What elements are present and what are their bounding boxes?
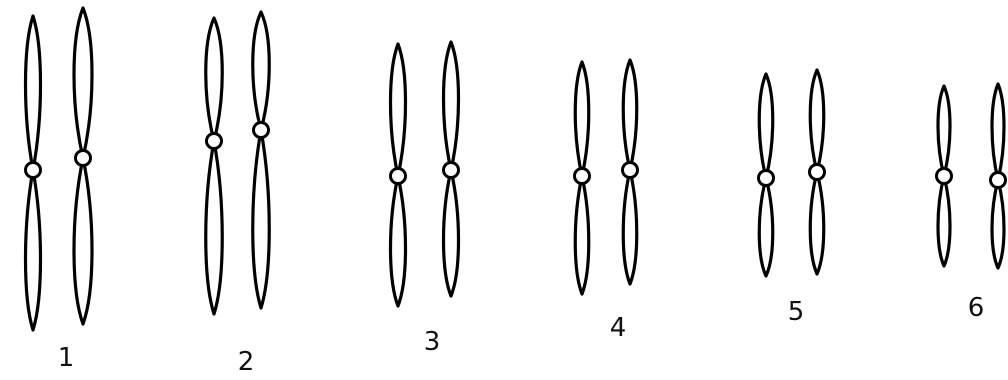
chromosome-6b-long-arm [992,180,1004,268]
pair-label-3: 3 [424,327,441,357]
chromosome-6b-centromere [991,173,1006,188]
chromosomes-layer [26,8,1006,330]
chromosome-5b-centromere [810,165,825,180]
chromosome-2b [253,12,270,308]
chromosome-4a-long-arm [575,176,589,294]
chromosome-1a-centromere [26,163,41,178]
chromosome-4a-short-arm [575,62,589,176]
chromosome-5a-long-arm [759,178,773,276]
chromosome-2a-long-arm [206,141,223,314]
chromosome-1a-long-arm [26,170,41,330]
chromosome-5a-short-arm [759,74,773,178]
pair-label-1: 1 [58,343,75,373]
chromosome-1b-long-arm [74,158,92,324]
chromosome-3a-short-arm [391,44,406,176]
chromosome-5a-centromere [759,171,774,186]
chromosome-4b [623,60,638,284]
chromosome-3b-centromere [444,163,459,178]
chromosome-1b-short-arm [74,8,92,158]
pair-label-5: 5 [788,297,805,327]
chromosome-2a [206,18,223,314]
chromosome-6a-long-arm [938,176,950,266]
chromosome-2a-centromere [207,134,222,149]
pair-label-2: 2 [238,347,255,377]
chromosome-6b-short-arm [992,84,1004,180]
chromosome-2a-short-arm [206,18,223,141]
chromosome-4b-centromere [623,163,638,178]
chromosome-5b-short-arm [810,70,824,172]
chromosome-1a-short-arm [26,16,41,170]
pair-label-6: 6 [968,293,985,323]
chromosome-2b-centromere [254,123,269,138]
pair-label-4: 4 [610,313,627,343]
chromosome-3b-long-arm [444,170,459,296]
chromosome-6a [937,86,952,266]
chromosome-6b [991,84,1006,268]
chromosome-1b-centromere [76,151,91,166]
chromosome-3a-long-arm [391,176,406,306]
chromosome-6a-short-arm [938,86,950,176]
chromosome-5b [810,70,825,274]
chromosome-3b [444,42,459,296]
chromosome-4b-short-arm [623,60,637,170]
chromosome-5b-long-arm [810,172,824,274]
chromosome-6a-centromere [937,169,952,184]
labels-layer: 1 2 3 4 5 6 [58,293,985,377]
chromosome-4a [575,62,590,294]
chromosome-3a [391,44,406,306]
chromosome-2b-short-arm [253,12,270,130]
chromosome-4b-long-arm [623,170,637,284]
chromosome-5a [759,74,774,276]
chromosome-3a-centromere [391,169,406,184]
chromosome-2b-long-arm [253,130,270,308]
chromosome-1a [26,16,41,330]
chromosome-3b-short-arm [444,42,459,170]
chromosome-4a-centromere [575,169,590,184]
chromosome-1b [74,8,92,324]
